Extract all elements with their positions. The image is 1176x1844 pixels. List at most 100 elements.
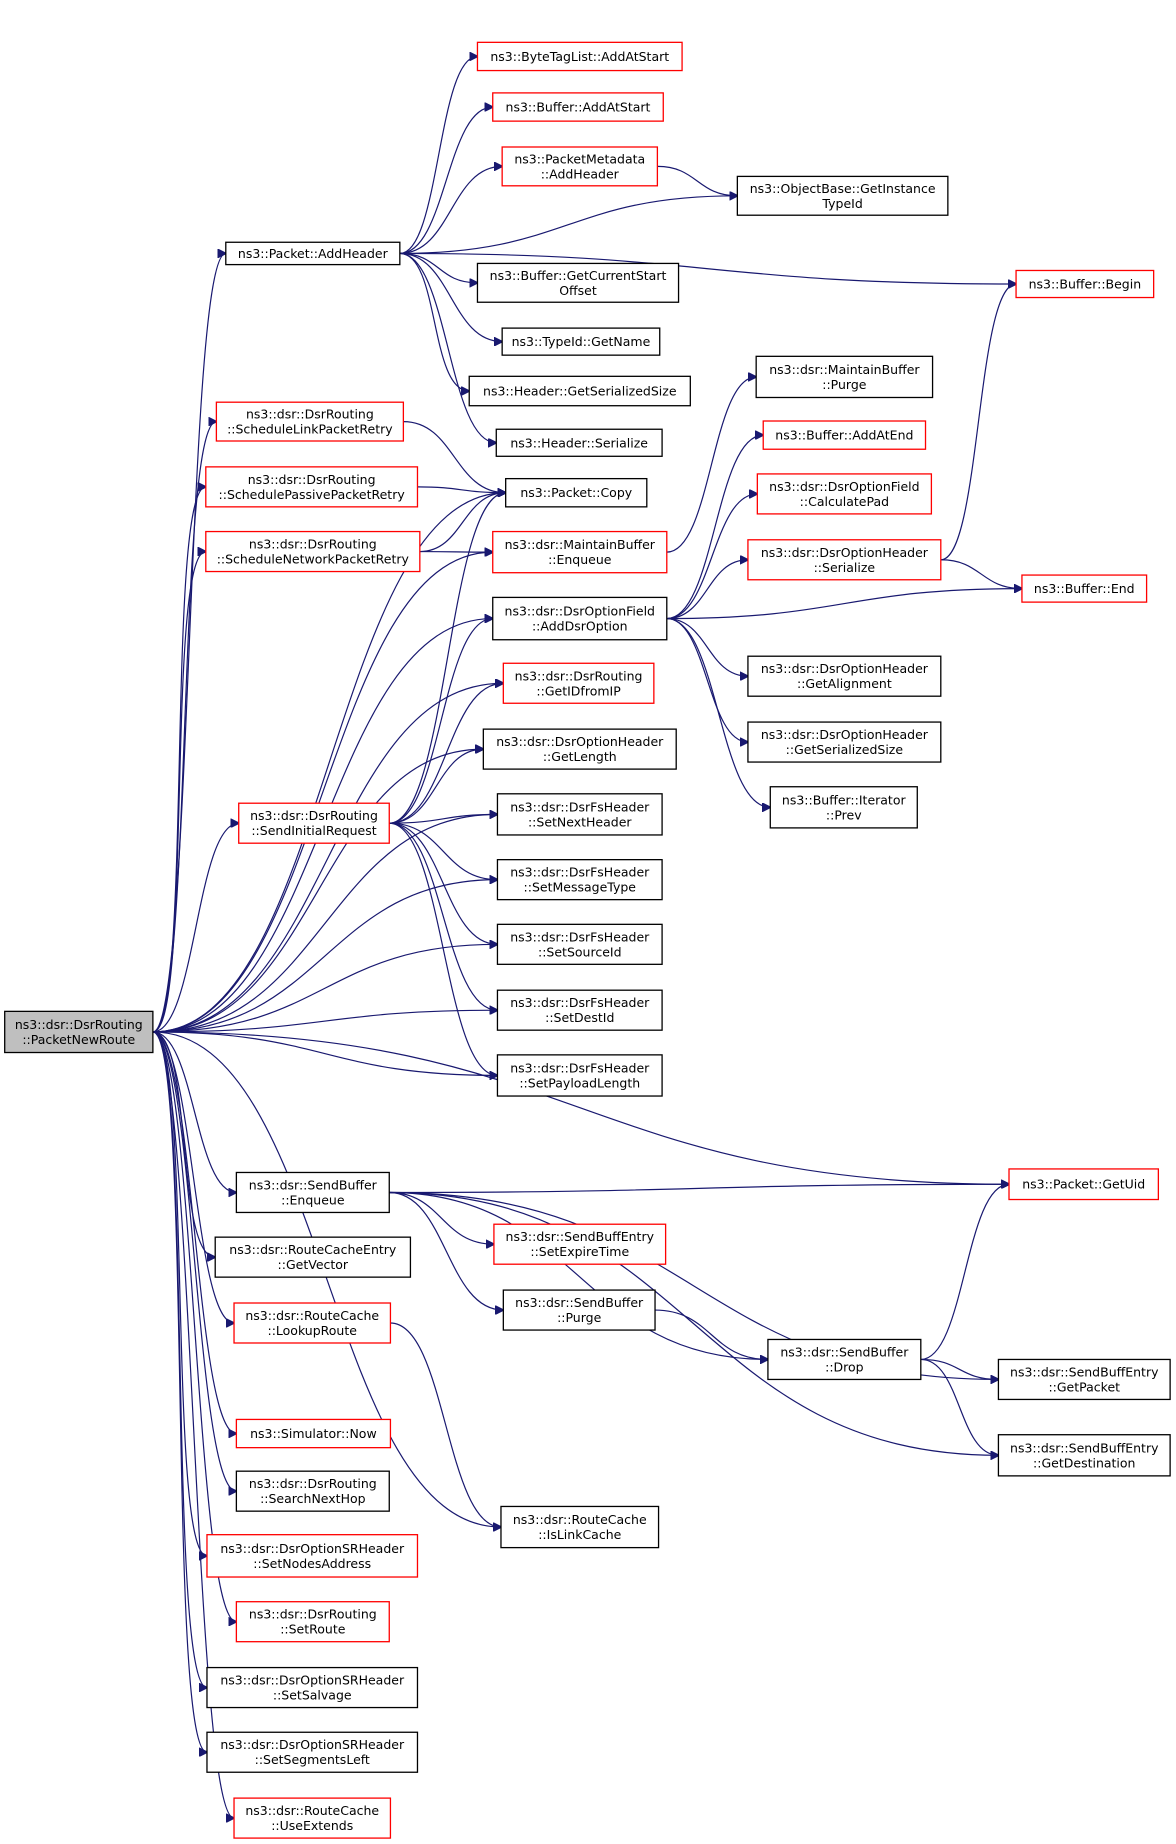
node-packet-addheader[interactable]: ns3::Packet::AddHeader <box>225 241 401 266</box>
edge-line <box>152 487 206 1033</box>
node-buffer-addatend[interactable]: ns3::Buffer::AddAtEnd <box>762 420 927 450</box>
edge-line <box>389 493 505 824</box>
node-box <box>997 1358 1171 1401</box>
node-routecache-useextends[interactable]: ns3::dsr::RouteCache::UseExtends <box>233 1797 392 1839</box>
edge-dsroptionfield-adddsroption-to-dsroptionheader-getalignment <box>666 617 748 677</box>
node-sendbuffer-enqueue[interactable]: ns3::dsr::SendBuffer::Enqueue <box>235 1171 390 1214</box>
node-dsrfsheader-setpayloadlength[interactable]: ns3::dsr::DsrFsHeader::SetPayloadLength <box>496 1054 663 1097</box>
node-dsrrouting-setroute[interactable]: ns3::dsr::DsrRouting::SetRoute <box>235 1601 390 1643</box>
node-schedulepassivepacketretry[interactable]: ns3::dsr::DsrRouting::SchedulePassivePac… <box>205 466 419 508</box>
edge-root-to-schedulepassivepacketretry <box>152 487 206 1033</box>
node-sendbuffer-purge[interactable]: ns3::dsr::SendBuffer::Purge <box>502 1289 656 1331</box>
node-label: ns3::dsr::DsrOptionSRHeader <box>220 1541 405 1556</box>
edge-line <box>419 552 493 553</box>
edge-line <box>389 814 497 824</box>
node-routecacheentry-getvector[interactable]: ns3::dsr::RouteCacheEntry::GetVector <box>214 1236 412 1278</box>
edge-line <box>152 552 493 1033</box>
node-routecache-islinkcache[interactable]: ns3::dsr::RouteCache::IsLinkCache <box>500 1505 660 1549</box>
node-label: ns3::Packet::Copy <box>520 485 632 500</box>
edge-line <box>152 1031 501 1527</box>
node-packet-copy[interactable]: ns3::Packet::Copy <box>505 477 648 508</box>
node-box <box>206 1731 419 1773</box>
node-label: ns3::Buffer::Begin <box>1029 277 1142 292</box>
edge-root-to-sendinitialrequest <box>152 823 239 1033</box>
node-label: ::SetNodesAddress <box>253 1556 371 1571</box>
node-box <box>502 1289 656 1331</box>
node-label: ::Serialize <box>814 560 876 575</box>
node-label: ns3::dsr::DsrOptionField <box>505 604 655 619</box>
node-buffer-iterator-prev[interactable]: ns3::Buffer::Iterator::Prev <box>769 786 918 829</box>
node-dsroptionfield-adddsroption[interactable]: ns3::dsr::DsrOptionField::AddDsrOption <box>492 596 668 641</box>
node-sendbuffentry-getpacket[interactable]: ns3::dsr::SendBuffEntry::GetPacket <box>997 1358 1171 1401</box>
node-sendbuffer-drop[interactable]: ns3::dsr::SendBuffer::Drop <box>767 1338 922 1381</box>
edge-schedulelinkpacketretry-to-packet-copy <box>403 420 505 493</box>
node-routecache-lookuproute[interactable]: ns3::dsr::RouteCache::LookupRoute <box>233 1302 392 1344</box>
node-dsroptionheader-getserializedsize[interactable]: ns3::dsr::DsrOptionHeader::GetSerialized… <box>747 721 942 763</box>
node-buffer-begin[interactable]: ns3::Buffer::Begin <box>1015 269 1155 299</box>
edge-line <box>389 822 497 1010</box>
edge-line <box>152 683 503 1033</box>
edge-line <box>389 683 503 824</box>
edge-line <box>399 252 496 442</box>
node-dsroptionsrheader-setsalvage[interactable]: ns3::dsr::DsrOptionSRHeader::SetSalvage <box>206 1666 419 1709</box>
node-typeid-getname[interactable]: ns3::TypeId::GetName <box>501 327 661 356</box>
node-dsroptionheader-getlength[interactable]: ns3::dsr::DsrOptionHeader::GetLength <box>482 728 677 770</box>
edge-schedulenetworkpacketretry-to-maintainbuffer-enqueue <box>419 552 493 553</box>
node-box <box>214 1236 412 1278</box>
node-schedulenetworkpacketretry[interactable]: ns3::dsr::DsrRouting::ScheduleNetworkPac… <box>205 530 421 573</box>
node-label: ns3::dsr::DsrOptionSRHeader <box>220 1737 405 1752</box>
node-schedulelinkpacketretry[interactable]: ns3::dsr::DsrRouting::ScheduleLinkPacket… <box>215 401 405 442</box>
node-header-getserializedsize[interactable]: ns3::Header::GetSerializedSize <box>468 375 691 407</box>
node-label: ns3::Buffer::End <box>1034 581 1135 596</box>
node-sendinitialrequest[interactable]: ns3::dsr::DsrRouting::SendInitialRequest <box>238 802 390 844</box>
edge-line <box>390 1322 501 1527</box>
node-label: ns3::dsr::MaintainBuffer <box>769 362 920 377</box>
node-dsroptionheader-getalignment[interactable]: ns3::dsr::DsrOptionHeader::GetAlignment <box>747 655 942 697</box>
node-box <box>501 327 661 356</box>
node-dsroptionheader-serialize[interactable]: ns3::dsr::DsrOptionHeader::Serialize <box>747 539 942 581</box>
node-header-serialize[interactable]: ns3::Header::Serialize <box>495 428 663 457</box>
node-label: ns3::TypeId::GetName <box>512 334 651 349</box>
edge-line <box>389 749 483 824</box>
node-maintainbuffer-enqueue[interactable]: ns3::dsr::MaintainBuffer::Enqueue <box>492 530 668 574</box>
node-simulator-now[interactable]: ns3::Simulator::Now <box>235 1418 392 1449</box>
node-label: ns3::dsr::DsrOptionHeader <box>761 545 929 560</box>
edge-dsroptionfield-adddsroption-to-buffer-iterator-prev <box>666 617 770 808</box>
edge-root-to-schedulelinkpacketretry <box>152 422 217 1033</box>
node-box <box>492 596 668 641</box>
node-label: ns3::Buffer::AddAtEnd <box>775 428 913 443</box>
node-dsrfsheader-setnextheader[interactable]: ns3::dsr::DsrFsHeader::SetNextHeader <box>496 793 663 836</box>
node-buffer-addatstart[interactable]: ns3::Buffer::AddAtStart <box>492 92 664 122</box>
node-box <box>755 355 934 399</box>
node-dsroptionsrheader-setnodesaddress[interactable]: ns3::dsr::DsrOptionSRHeader::SetNodesAdd… <box>206 1534 419 1578</box>
edge-line <box>152 823 239 1033</box>
node-sendbuffentry-getdestination[interactable]: ns3::dsr::SendBuffEntry::GetDestination <box>997 1434 1171 1477</box>
node-label: ns3::dsr::RouteCache <box>245 1308 379 1323</box>
node-packet-getuid[interactable]: ns3::Packet::GetUid <box>1008 1168 1160 1201</box>
node-dsroptionfield-calculatepad[interactable]: ns3::dsr::DsrOptionField::CalculatePad <box>756 473 933 515</box>
edge-line <box>920 1358 999 1455</box>
node-layer: ns3::dsr::DsrRouting::PacketNewRoutens3:… <box>4 41 1171 1839</box>
edge-root-to-packet-getuid <box>152 1031 1009 1184</box>
edge-line <box>152 552 206 1033</box>
node-getidfromip[interactable]: ns3::dsr::DsrRouting::GetIDfromIP <box>502 662 655 704</box>
node-dsroptionsrheader-setsegmentsleft[interactable]: ns3::dsr::DsrOptionSRHeader::SetSegments… <box>206 1731 419 1773</box>
node-label: ns3::Packet::GetUid <box>1022 1177 1145 1192</box>
node-label: ::SetSourceId <box>538 944 622 959</box>
node-searchnexthop[interactable]: ns3::dsr::DsrRouting::SearchNextHop <box>235 1470 390 1512</box>
node-bytetaglist-addatstart[interactable]: ns3::ByteTagList::AddAtStart <box>476 41 683 72</box>
node-dsrfsheader-setdestid[interactable]: ns3::dsr::DsrFsHeader::SetDestId <box>496 989 663 1031</box>
edge-dsroptionheader-serialize-to-buffer-end <box>940 559 1022 589</box>
node-dsrfsheader-setmessagetype[interactable]: ns3::dsr::DsrFsHeader::SetMessageType <box>496 859 663 901</box>
edge-dsroptionfield-adddsroption-to-dsroptionfield-calculatepad <box>666 494 758 620</box>
node-sendbuffentry-setexpiretime[interactable]: ns3::dsr::SendBuffEntry::SetExpireTime <box>493 1223 667 1265</box>
node-buffer-end[interactable]: ns3::Buffer::End <box>1021 574 1148 603</box>
node-packetmetadata-addheader[interactable]: ns3::PacketMetadata::AddHeader <box>501 146 659 187</box>
node-label: ::GetSerializedSize <box>786 742 904 757</box>
edge-line <box>417 486 505 493</box>
node-maintainbuffer-purge[interactable]: ns3::dsr::MaintainBuffer::Purge <box>755 355 934 399</box>
edge-line <box>389 1191 503 1310</box>
node-dsrfsheader-setsourceid[interactable]: ns3::dsr::DsrFsHeader::SetSourceId <box>496 923 663 965</box>
